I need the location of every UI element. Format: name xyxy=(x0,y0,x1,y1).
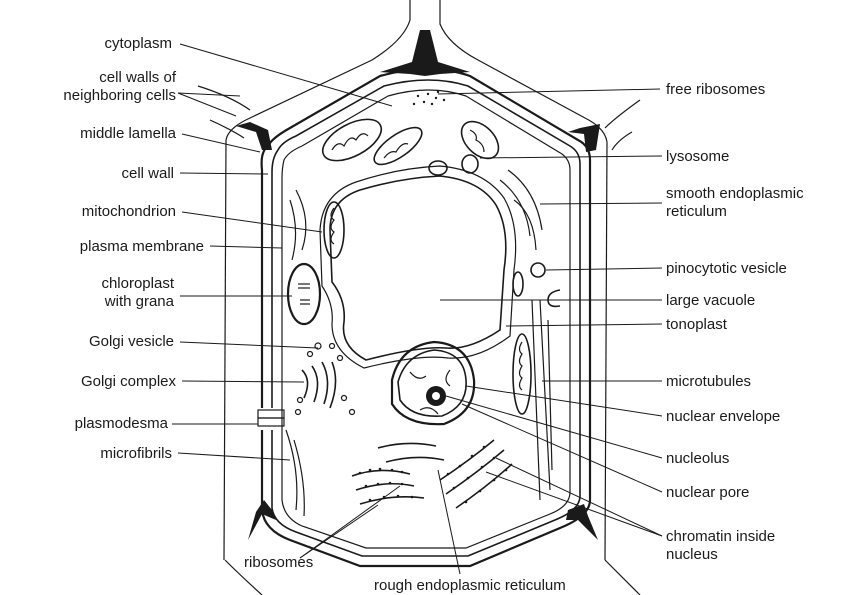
microfibril-lines xyxy=(286,190,306,516)
label-golgi-vesicle: Golgi vesicle xyxy=(89,333,174,350)
chloroplast xyxy=(288,264,320,324)
label-chromatin-line2: nucleus xyxy=(666,546,718,563)
label-cell-wall: cell wall xyxy=(121,165,174,182)
left-labels: cytoplasm cell walls of neighboring cell… xyxy=(63,35,204,462)
label-chromatin-line1: chromatin inside xyxy=(666,528,775,545)
right-labels: free ribosomes lysosome smooth endoplasm… xyxy=(666,81,804,563)
label-microtubules: microtubules xyxy=(666,373,751,390)
label-cell-walls-line2: neighboring cells xyxy=(63,87,176,104)
plasma-membrane xyxy=(282,90,570,548)
label-tonoplast: tonoplast xyxy=(666,316,728,333)
label-nuclear-envelope: nuclear envelope xyxy=(666,408,780,425)
label-plasmodesma: plasmodesma xyxy=(75,415,169,432)
label-nuclear-pore: nuclear pore xyxy=(666,484,749,501)
label-plasma-membrane: plasma membrane xyxy=(80,238,204,255)
microtubule-lines xyxy=(532,300,552,500)
free-ribosome-dots xyxy=(413,91,445,105)
label-cytoplasm: cytoplasm xyxy=(104,35,172,52)
label-smooth-er-line1: smooth endoplasmic xyxy=(666,185,804,202)
label-microfibrils: microfibrils xyxy=(100,445,172,462)
large-vacuole xyxy=(330,176,506,360)
label-rough-er: rough endoplasmic reticulum xyxy=(374,577,566,594)
label-free-ribosomes: free ribosomes xyxy=(666,81,765,98)
smooth-er xyxy=(500,170,542,250)
label-cell-walls-line1: cell walls of xyxy=(99,69,177,86)
label-pinocytotic-vesicle: pinocytotic vesicle xyxy=(666,260,787,277)
mitochondria xyxy=(316,111,531,414)
label-mitochondrion: mitochondrion xyxy=(82,203,176,220)
bottom-labels: ribosomes rough endoplasmic reticulum xyxy=(244,554,566,594)
plasmodesma xyxy=(258,410,284,426)
rough-er xyxy=(352,440,512,508)
label-ribosomes: ribosomes xyxy=(244,554,313,571)
label-lysosome: lysosome xyxy=(666,148,729,165)
label-smooth-er-line2: reticulum xyxy=(666,203,727,220)
label-nucleolus: nucleolus xyxy=(666,450,729,467)
label-large-vacuole: large vacuole xyxy=(666,292,755,309)
label-middle-lamella: middle lamella xyxy=(80,125,177,142)
cell-illustration xyxy=(198,0,640,595)
nucleus xyxy=(392,342,474,424)
label-chloroplast-line1: chloroplast xyxy=(101,275,174,292)
middle-lamella-junctions xyxy=(236,30,600,540)
golgi-apparatus xyxy=(296,343,355,415)
label-chloroplast-line2: with grana xyxy=(104,293,175,310)
label-golgi-complex: Golgi complex xyxy=(81,373,177,390)
